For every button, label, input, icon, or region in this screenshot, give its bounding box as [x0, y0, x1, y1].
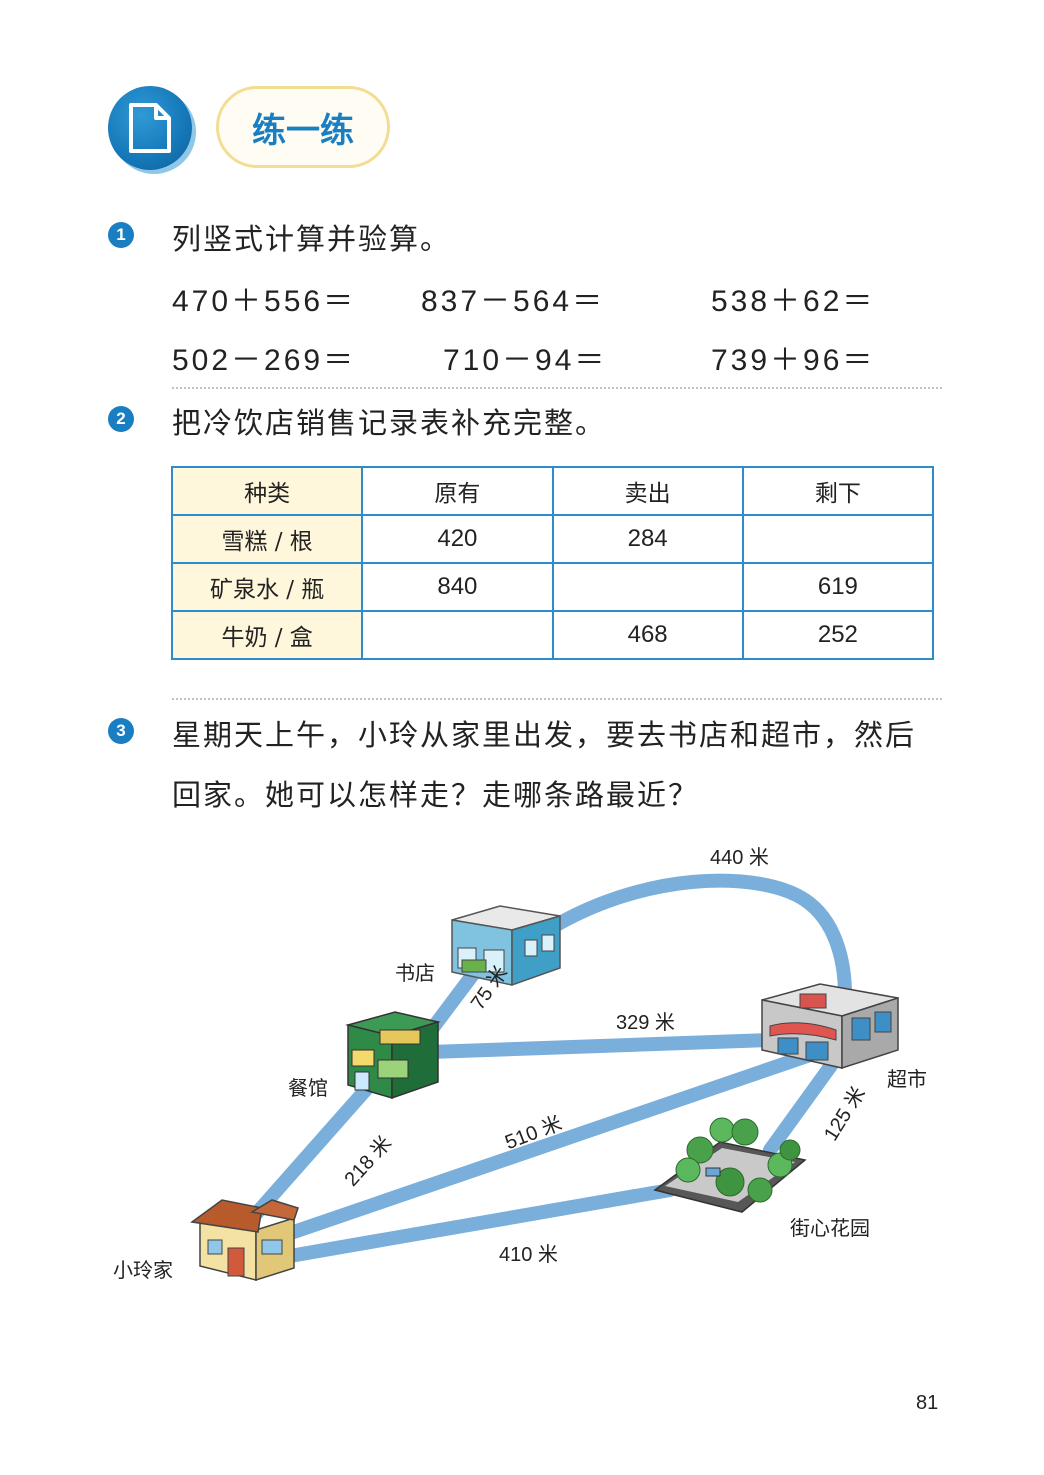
section-title-pill: 练一练 [216, 86, 390, 168]
question-2-number: 2 [108, 406, 134, 432]
table-cell: 468 [551, 610, 744, 660]
label-home: 小玲家 [113, 1258, 173, 1282]
equation-1: 470＋556＝ [172, 285, 357, 318]
label-garden: 街心花园 [790, 1216, 870, 1240]
table-header-cell: 剩下 [741, 466, 935, 516]
table-cell: 284 [551, 514, 744, 564]
supermarket-building [761, 983, 899, 1070]
table-cell: 840 [361, 562, 554, 612]
label-restaurant: 餐馆 [288, 1076, 328, 1100]
page-number: 81 [916, 1392, 939, 1414]
distance-bookstore-supermarket: 440 米 [710, 847, 769, 869]
distance-home-garden: 410 米 [499, 1244, 558, 1266]
table-cell-blank [361, 610, 554, 660]
equation-6: 739＋96＝ [711, 344, 876, 377]
section-badge [108, 86, 192, 170]
home-building [190, 1199, 299, 1282]
equation-3: 538＋62＝ [711, 285, 876, 318]
table-cell: 420 [361, 514, 554, 564]
question-2-prompt: 把冷饮店销售记录表补充完整。 [172, 406, 607, 440]
table-row: 矿泉水 / 瓶 840 619 [170, 562, 935, 612]
road-home-garden [283, 1183, 677, 1263]
table-cell-blank [741, 514, 935, 564]
garden-illustration [653, 1117, 807, 1213]
question-3-prompt-line2: 回家。她可以怎样走？走哪条路最近？ [172, 778, 700, 812]
restaurant-building [345, 1011, 441, 1100]
question-1-prompt: 列竖式计算并验算。 [172, 222, 452, 256]
table-header-row: 种类 原有 卖出 剩下 [170, 466, 935, 516]
table-row-header: 矿泉水 / 瓶 [170, 562, 364, 612]
table-row: 雪糕 / 根 420 284 [170, 514, 935, 564]
distance-restaurant-supermarket: 329 米 [616, 1012, 675, 1034]
table-header-cell: 种类 [170, 466, 364, 516]
road-home-supermarket [278, 1048, 817, 1242]
route-map [190, 873, 899, 1282]
table-row-header: 雪糕 / 根 [170, 514, 364, 564]
roads [248, 873, 852, 1263]
table-row: 牛奶 / 盒 468 252 [170, 610, 935, 660]
sales-record-table: 种类 原有 卖出 剩下 雪糕 / 根 420 284 矿泉水 / 瓶 840 6… [170, 466, 935, 660]
question-3-prompt-line1: 星期天上午，小玲从家里出发，要去书店和超市，然后 [172, 718, 917, 752]
label-supermarket: 超市 [887, 1067, 927, 1091]
road-garden-supermarket [763, 1053, 842, 1157]
divider [172, 387, 942, 389]
table-row-header: 牛奶 / 盒 [170, 610, 364, 660]
road-restaurant-supermarket [423, 1033, 777, 1059]
equation-2: 837－564＝ [421, 285, 606, 318]
section-title: 练一练 [252, 110, 354, 151]
table-cell: 619 [741, 562, 935, 612]
question-3-number: 3 [108, 718, 134, 744]
label-bookstore: 书店 [395, 961, 435, 985]
divider [172, 698, 942, 700]
table-header-cell: 原有 [361, 466, 554, 516]
document-icon [129, 103, 171, 153]
table-cell-blank [551, 562, 744, 612]
table-header-cell: 卖出 [551, 466, 744, 516]
road-bookstore-supermarket [533, 873, 852, 1002]
bookstore-building [451, 905, 561, 987]
road-home-restaurant [248, 1078, 377, 1222]
equation-5: 710－94＝ [443, 344, 608, 377]
question-1-number: 1 [108, 222, 134, 248]
equation-4: 502－269＝ [172, 344, 357, 377]
table-cell: 252 [741, 610, 935, 660]
